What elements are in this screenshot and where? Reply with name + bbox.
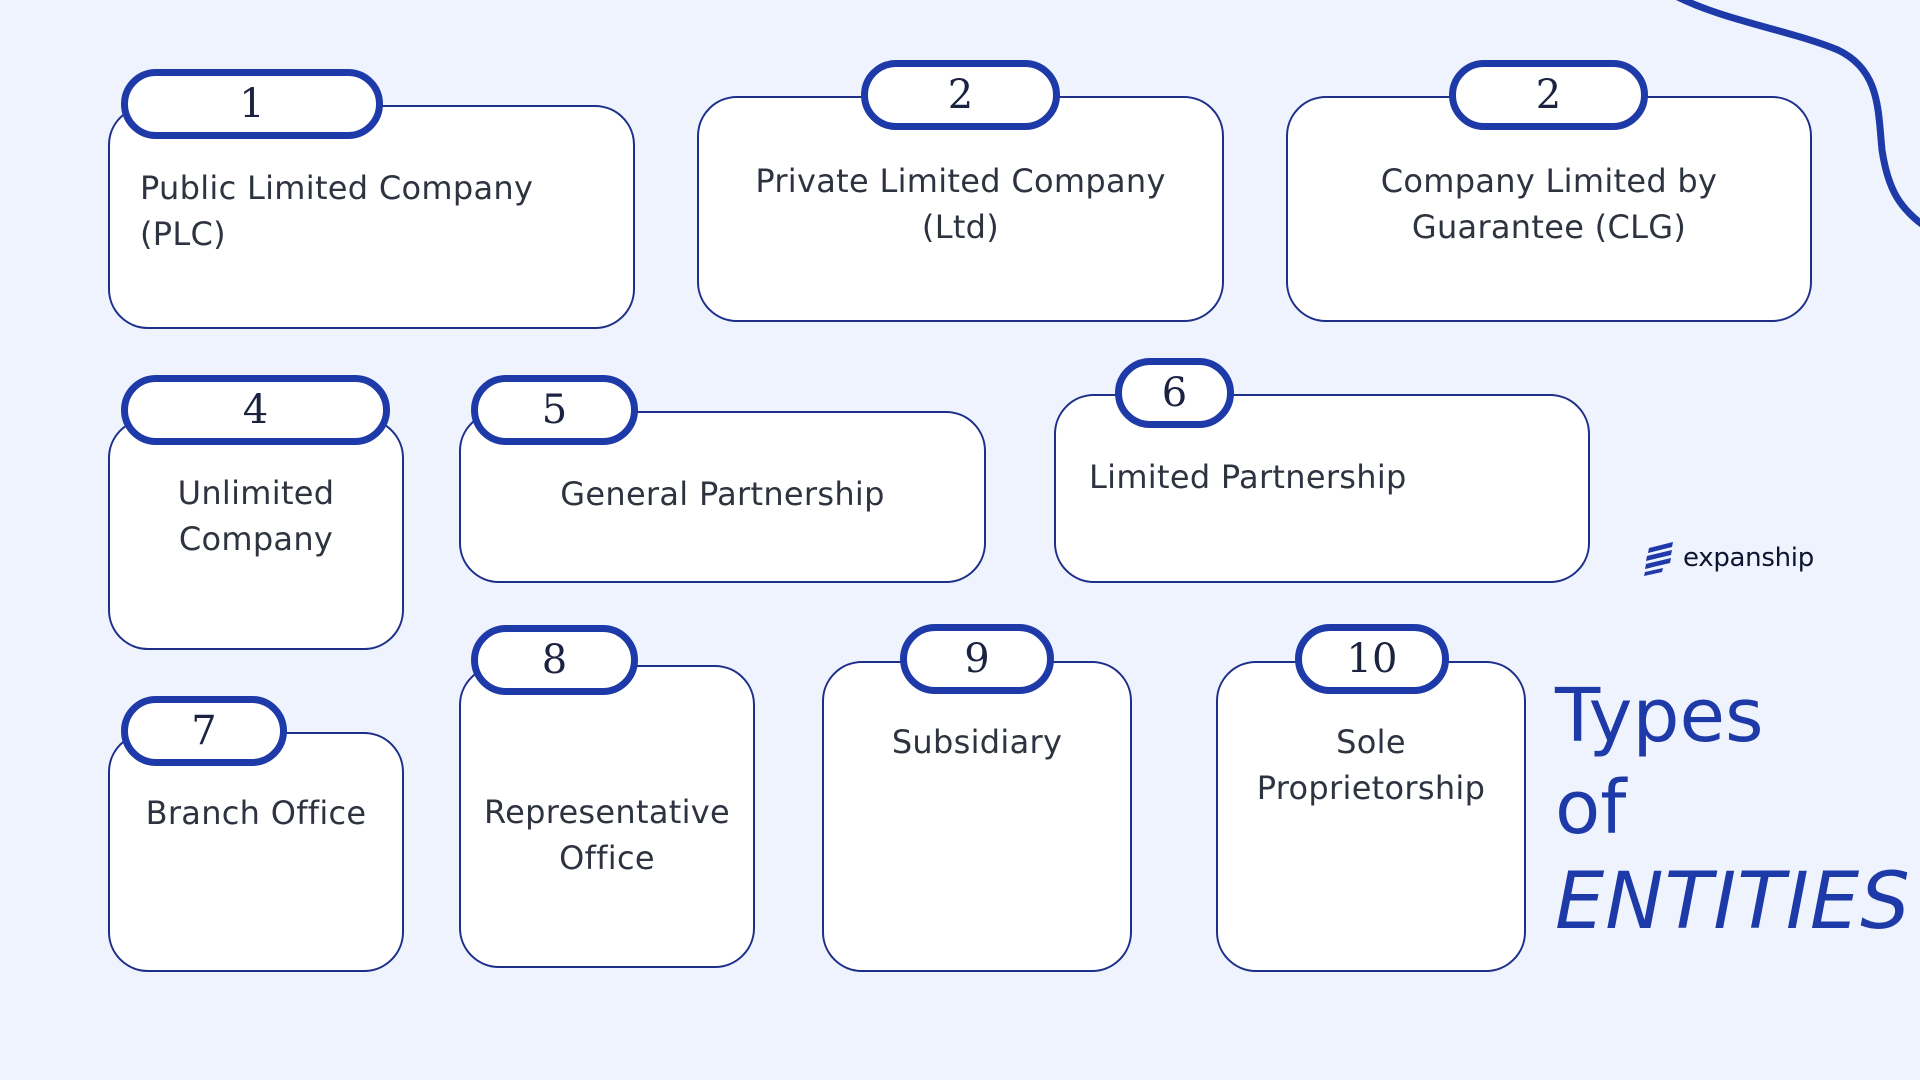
diagram-title: Types of ENTITIES [1555,670,1911,948]
entity-badge-8: 8 [471,625,638,695]
title-line-entities: ENTITIES [1555,857,1911,947]
entity-label-6: Limited Partnership [1089,458,1407,496]
entity-badge-6: 6 [1115,358,1234,428]
entity-card-7: Branch Office [108,732,404,972]
entity-badge-5: 5 [471,375,638,445]
entity-badge-3: 2 [1449,60,1648,130]
entity-card-1: Public Limited Company (PLC) [108,105,635,329]
entity-card-9: Subsidiary [822,661,1132,972]
entity-label-8: Representative Office [484,793,730,877]
entity-label-1: Public Limited Company (PLC) [140,169,534,253]
entity-badge-10: 10 [1295,624,1449,694]
entity-card-10: Sole Proprietorship [1216,661,1526,972]
entity-card-4: Unlimited Company [108,418,404,650]
entity-label-5: General Partnership [560,475,885,513]
title-line-types: Types [1555,673,1764,759]
entity-label-4: Unlimited Company [177,474,335,558]
logo-text: expanship [1683,543,1814,573]
entity-badge-1: 1 [121,69,383,139]
entity-badge-2: 2 [861,60,1060,130]
entity-badge-4: 4 [121,375,390,445]
entity-card-2: Private Limited Company (Ltd) [697,96,1224,322]
entity-label-7: Branch Office [145,794,367,832]
entity-badge-9: 9 [900,624,1054,694]
entity-card-8: Representative Office [459,665,755,968]
entity-badge-7: 7 [121,696,287,766]
entity-label-10: Sole Proprietorship [1256,723,1486,807]
entity-card-3: Company Limited by Guarantee (CLG) [1286,96,1812,322]
expanship-logo: expanship [1643,538,1814,578]
entity-label-2: Private Limited Company (Ltd) [755,162,1166,246]
title-line-of: of [1555,765,1627,851]
stripes-logo-icon [1644,542,1673,576]
entity-label-9: Subsidiary [891,723,1063,761]
entity-label-3: Company Limited by Guarantee (CLG) [1380,162,1718,246]
